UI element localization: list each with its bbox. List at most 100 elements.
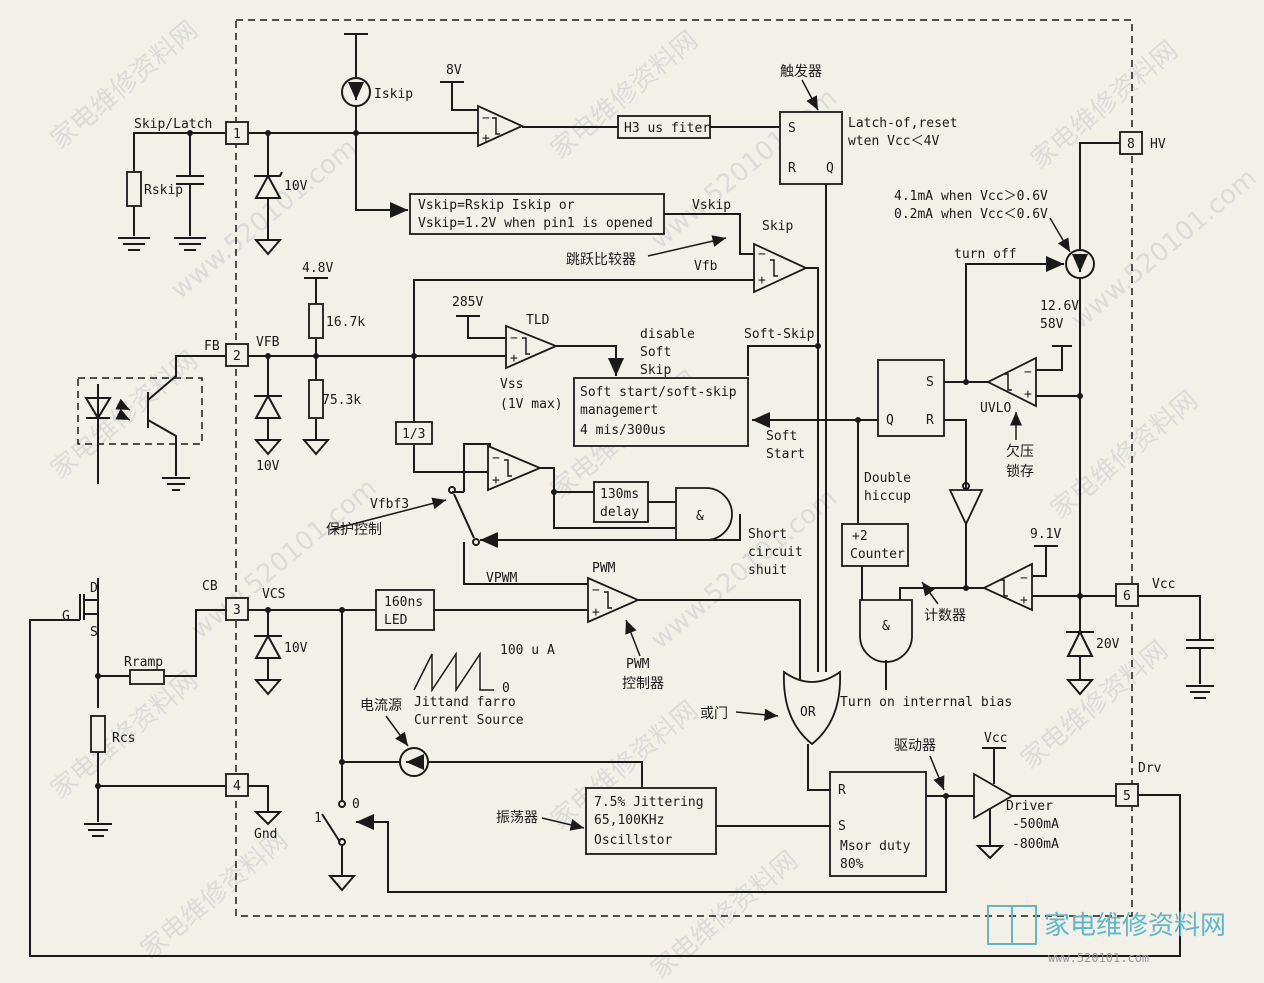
watermark-url: www.520101.com [185,473,383,646]
mosfet-d-label: D [90,581,98,596]
i02-label: 0.2mA when Vcc＜0.6V [894,207,1048,222]
sr-q-label: Q [886,413,894,428]
switch-0-label: 0 [352,797,360,812]
and2-label: & [882,619,890,634]
pin-label-vfb: VFB [256,335,280,350]
or-cn-label: 或门 [700,706,728,722]
turn-off-label: turn off [954,247,1017,262]
mosfet-external: D G S Rramp Rcs [29,578,1181,957]
latch-sr-top: S R Q 触发器 Latch-of,reset wten Vcc＜4V [779,64,958,672]
hv-current-source: 4.1mA when Vcc＞0.6V 0.2mA when Vcc＜0.6V … [894,142,1120,596]
watermark-url: www.520101.com [645,483,843,656]
watermark-url: www.520101.com [165,133,363,306]
counter-cn-label: 计数器 [924,608,966,624]
r753-label: 75.3k [322,393,361,408]
zener-20v-label: 20V [1096,637,1120,652]
vfb-input-label: Vfb [694,259,718,274]
pin-5: 5 [1115,783,1139,807]
pin6-network: 20V [1065,595,1214,699]
sr-s: S [788,121,796,136]
skip-comparator: − + Skip 跳跃比较器 Vfb [413,219,819,672]
filter-block: H3 us fiter [617,115,780,139]
soft-skip-label: Soft-Skip [744,327,815,342]
vskip-line1: Vskip=Rskip Iskip or [418,198,575,213]
rcs-label: Rcs [112,731,135,746]
pin-label-cb: CB [202,579,218,594]
pin-1: 1 [225,121,249,145]
vss-max-label: (1V max) [500,397,563,412]
filter-label: H3 us fiter [624,121,710,136]
pin2-internal: 10V 4.8V 16.7k 75.3k 1/3 [248,261,510,474]
softstart-line2: managemert [580,403,658,418]
vskip-formula-block: Vskip=Rskip Iskip or Vskip=1.2V when pin… [409,193,754,255]
svg-text:+: + [1024,387,1032,402]
svg-text:+: + [592,605,600,620]
pin1-external-network: Rskip [118,130,226,251]
disable-label-3: Skip [640,363,671,378]
short-label-3: shuit [748,563,787,578]
double-label-2: hiccup [864,489,911,504]
svg-text:+: + [482,131,490,146]
v126-label: 12.6V [1040,299,1079,314]
pin-3: 3 [225,597,249,621]
pwm-ctl-label-2: 控制器 [622,676,664,692]
watermark-text: 家电维修资料网 [45,15,204,155]
vcc-drv-label: Vcc [984,731,1007,746]
svg-text:−: − [758,247,766,262]
pin-2: 2 [225,343,249,367]
counter-block: +2 Counter & 计数器 Turn on interrnal bias [840,523,1012,710]
uvlo-cn-label-2: 锁存 [1006,464,1034,480]
softstart-line1: Soft start/soft-skip [580,385,737,400]
svg-text:+: + [758,273,766,288]
pin1-internal: 10V Iskip [248,33,478,256]
watermark-text: 家电维修资料网 [1015,635,1174,775]
watermark-text: 家电维修资料网 [645,845,804,983]
driver-latch: R S Msor duty 80% 驱动器 [829,738,974,877]
pin-number: 6 [1123,589,1131,604]
watermark-text: 家电维修资料网 [1045,385,1204,525]
site-logo: 家电维修资料网 www.520101.com [987,905,1226,965]
pin-number: 5 [1123,789,1131,804]
pin-label-gnd: Gnd [254,827,277,842]
svg-text:+: + [1020,593,1028,608]
comparator-9v1: − + 9.1V [981,527,1116,612]
comparator-8v: 8V − + [440,63,618,148]
v91-label: 9.1V [1030,527,1061,542]
rskip-resistor [126,171,142,207]
soft-start-block: Soft start/soft-skip managemert 4 mis/30… [573,327,878,462]
switch-0-1: 0 1 [314,796,947,893]
svg-text:−: − [592,583,600,598]
uvlo-comparator: − + UVLO 欠压 锁存 [944,345,1083,480]
jitter-label-1: Jittand farro [414,695,516,710]
v58-label: 58V [1040,317,1064,332]
pin-4: 4 [225,773,249,797]
uvlo-cn-label-1: 欠压 [1006,444,1034,460]
jitter-current-source: 100 u A 0 Jittand farro Current Source 电… [360,643,643,788]
r167-label: 16.7k [326,315,365,330]
vskip-label: Vskip [692,198,731,213]
logo-text: 家电维修资料网 [1044,911,1226,941]
drv-line2: 80% [840,857,864,872]
counter-line1: +2 [852,529,868,544]
v285-label: 285V [452,295,483,310]
protect-cn-label: 保护控制 [326,522,382,538]
zener-label: 10V [284,641,308,656]
vskip-line2: Vskip=1.2V when pin1 is opened [418,216,653,231]
watermark-text: 家电维修资料网 [135,825,294,965]
pin-number: 2 [233,349,241,364]
sr-latch-uvlo: S R Q Double hiccup [855,359,984,591]
mosfet-s-label: S [90,625,98,640]
mosfet-g-label: G [62,609,70,624]
disable-label-2: Soft [640,345,671,360]
led-line2: LED [384,613,408,628]
soft-start-label-2: Start [766,447,805,462]
pin-label-hv: HV [1150,137,1166,152]
uvlo-label: UVLO [980,401,1011,416]
watermark-url: www.520101.com [1065,163,1263,336]
tld-label: TLD [526,313,550,328]
pwm-ctl-label-1: PWM [626,657,650,672]
rramp-label: Rramp [124,655,163,670]
pin-6: 6 [1115,583,1139,607]
pin-label-drv: Drv [1138,761,1162,776]
